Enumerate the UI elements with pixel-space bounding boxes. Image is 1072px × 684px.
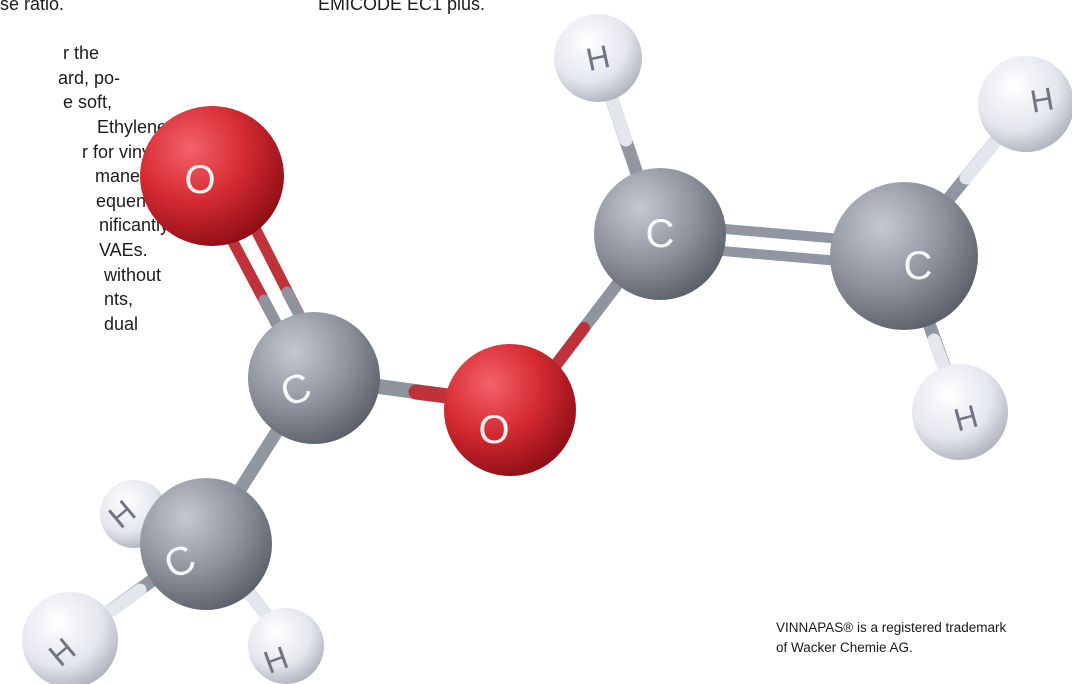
atom-hydrogen-top: H <box>554 14 642 102</box>
text-line: nificantly <box>99 215 170 236</box>
atom-label: C <box>904 244 933 288</box>
text-line: Ethylene <box>97 116 168 137</box>
atom-label: O <box>184 158 215 202</box>
atom-hydrogen-methyl-bottom: H <box>248 608 324 684</box>
atom-carbon-vinyl: C <box>594 168 726 300</box>
atom-label: O <box>478 408 509 452</box>
text-line: dual <box>104 313 139 334</box>
left-text-column: se ratio. r the ard, po- e soft, Ethylen… <box>0 0 230 336</box>
trademark-notice: VINNAPAS® is a registered trademark of W… <box>776 618 1006 658</box>
atom-oxygen-ester: O <box>444 344 576 476</box>
text-line: nts, <box>104 289 134 310</box>
text-line: se ratio. <box>0 0 65 14</box>
text-line: VAEs. <box>99 239 148 260</box>
text-line: ard, po- <box>58 67 121 88</box>
atom-hydrogen-methyl-left: H <box>22 592 118 684</box>
atom-carbon-carbonyl: C <box>248 312 380 444</box>
top-text-fragment: EMICODE EC1 plus. <box>318 0 486 14</box>
atom-oxygen-carbonyl: O <box>140 106 284 246</box>
atom-label: C <box>646 212 675 256</box>
atom-carbon-methyl: C <box>140 478 272 610</box>
atom-carbon-methylene: C <box>830 182 978 330</box>
text-line: manent <box>95 166 156 187</box>
text-line: r the <box>63 43 100 64</box>
text-line: r for vinyl <box>82 141 156 162</box>
atom-hydrogen-lower-right: H <box>912 364 1008 460</box>
trademark-line-1: VINNAPAS® is a registered trademark <box>776 620 1007 635</box>
text-line: e soft, <box>63 92 113 113</box>
text-line: without <box>104 264 162 285</box>
atom-hydrogen-upper-right: H <box>978 56 1072 152</box>
trademark-line-2: of Wacker Chemie AG. <box>776 640 913 655</box>
